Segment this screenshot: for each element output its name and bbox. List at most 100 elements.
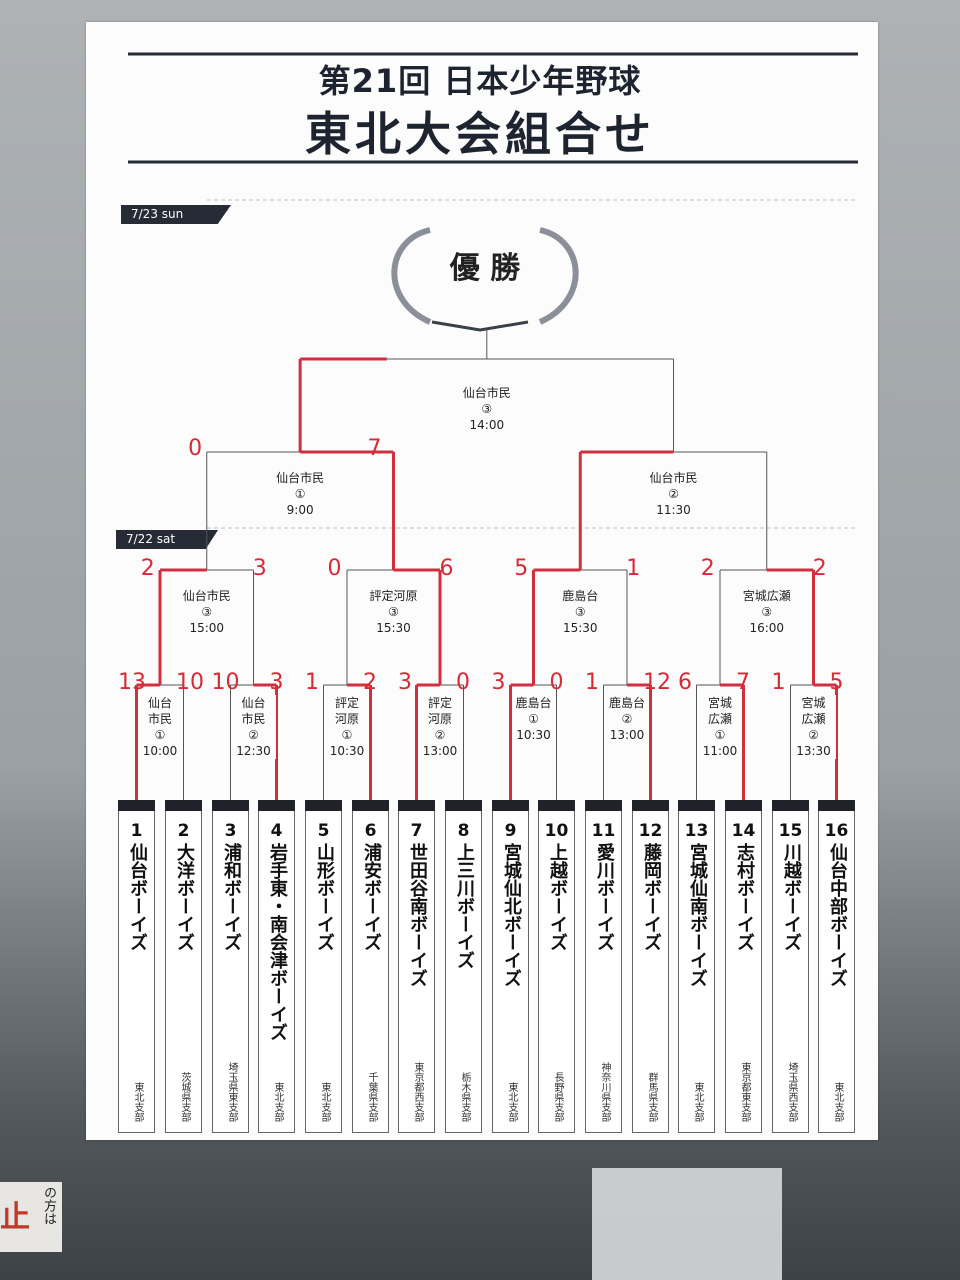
tape — [592, 1168, 782, 1280]
team-branch: 東北支部 — [272, 1082, 283, 1122]
team-name: 岩手東・南会津ボーイズ — [267, 843, 288, 1041]
match-time: 14:00 — [469, 418, 505, 432]
champion-label: 優 勝 — [449, 251, 521, 286]
team-branch: 東北支部 — [319, 1082, 330, 1122]
round1-score: 10 — [211, 670, 240, 695]
team-name: 浦和ボーイズ — [221, 843, 242, 951]
team-branch: 栃木県支部 — [459, 1072, 470, 1122]
match-number: ② — [808, 728, 819, 742]
match-number: ① — [528, 712, 539, 726]
round1-score: 0 — [456, 670, 470, 695]
match-time: 10:30 — [516, 728, 551, 742]
match-number: ② — [248, 728, 259, 742]
team-number: 11 — [591, 821, 616, 841]
poster-title: 第21回 日本少年野球 — [318, 62, 642, 100]
match-venue: 鹿島台 — [562, 589, 599, 603]
round2-score: 1 — [626, 556, 641, 581]
team-card-bar — [818, 800, 855, 811]
match-venue: 仙台市民 — [276, 471, 325, 485]
team-name: 世田谷南ボーイズ — [407, 843, 428, 987]
round1-score: 1 — [585, 670, 599, 695]
round2-score: 2 — [140, 556, 155, 581]
match-time: 12:30 — [236, 744, 271, 758]
semifinal-score: 0 — [188, 436, 203, 461]
match-number: ① — [714, 728, 726, 742]
round2-match: 仙台市民 ③ 15:00 — [171, 588, 242, 636]
round1-score: 3 — [269, 670, 284, 695]
round1-score: 7 — [736, 670, 750, 695]
team-number: 12 — [638, 821, 663, 841]
match-number: ③ — [201, 605, 213, 619]
match-venue: 仙台 市民 — [241, 696, 266, 726]
team-name: 宮城仙南ボーイズ — [687, 843, 708, 987]
team-number: 7 — [410, 821, 423, 841]
match-number: ① — [341, 728, 353, 742]
round1-score: 5 — [829, 670, 844, 695]
round2-score: 2 — [812, 556, 827, 581]
team-number: 2 — [177, 821, 190, 841]
match-venue: 評定 河原 — [427, 696, 452, 726]
team-name: 浦安ボーイズ — [361, 843, 382, 951]
team-number: 9 — [504, 821, 517, 841]
team-number: 5 — [317, 821, 330, 841]
team-branch: 東京都東支部 — [739, 1062, 750, 1122]
match-number: ① — [154, 728, 166, 742]
team-number: 14 — [731, 821, 756, 841]
match-venue: 評定 河原 — [334, 696, 359, 726]
match-time: 13:00 — [609, 728, 645, 742]
team-card-bar — [305, 800, 342, 811]
team-number: 16 — [824, 821, 849, 841]
team-branch: 茨城県支部 — [179, 1072, 190, 1122]
match-time: 16:00 — [749, 621, 785, 635]
team-card-bar — [165, 800, 202, 811]
match-venue: 仙台市民 — [462, 386, 511, 400]
team-card-bar — [352, 800, 389, 811]
team-name: 川越ボーイズ — [781, 843, 802, 951]
match-venue: 仙台市民 — [182, 589, 231, 603]
team-name: 仙台中部ボーイズ — [827, 843, 848, 987]
match-time: 15:30 — [376, 621, 411, 635]
team-card-bar — [492, 800, 529, 811]
match-venue: 鹿島台 — [608, 696, 645, 710]
match-time: 10:00 — [142, 744, 178, 758]
match-number: ② — [668, 487, 679, 501]
team-card-bar — [725, 800, 762, 811]
team-number: 6 — [364, 821, 377, 841]
match-number: ③ — [388, 605, 399, 619]
team-number: 15 — [778, 821, 803, 841]
match-venue: 宮城 広瀬 — [801, 696, 826, 726]
team-name: 上越ボーイズ — [547, 843, 568, 951]
day-tag-sun: 7/23 sun — [121, 205, 231, 224]
team-branch: 東北支部 — [832, 1082, 843, 1122]
team-number: 3 — [224, 821, 237, 841]
match-time: 15:00 — [189, 621, 225, 635]
team-card-bar — [445, 800, 482, 811]
round1-match: 鹿島台 ② 13:00 — [605, 695, 649, 743]
day-tag-sat: 7/22 sat — [116, 530, 218, 549]
team-number: 10 — [544, 821, 569, 841]
match-venue: 宮城 広瀬 — [707, 696, 732, 726]
team-number: 4 — [270, 821, 283, 841]
match-time: 10:30 — [329, 744, 365, 758]
team-name: 藤岡ボーイズ — [641, 843, 662, 951]
match-time: 9:00 — [286, 503, 314, 517]
team-card-bar — [585, 800, 622, 811]
laurel-wreath-icon: 優 勝 — [391, 227, 579, 332]
round1-score: 0 — [549, 670, 564, 695]
match-number: ② — [621, 712, 633, 726]
team-name: 仙台ボーイズ — [127, 843, 148, 951]
